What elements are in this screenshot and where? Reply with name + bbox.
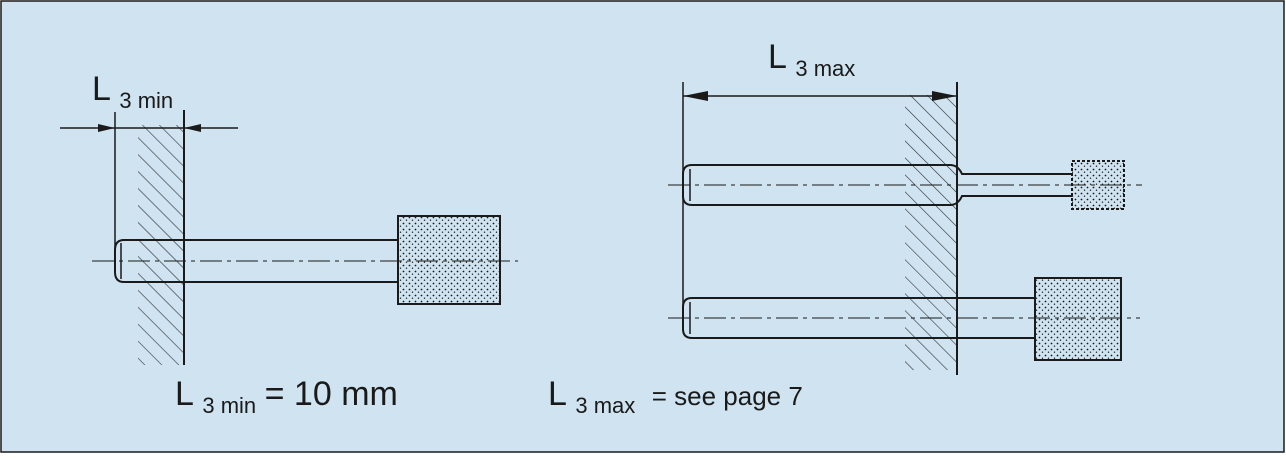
right-formula-subscript: 3 max bbox=[575, 393, 635, 418]
right-formula-letter: L bbox=[548, 375, 567, 413]
right-arrow-1 bbox=[683, 91, 708, 101]
left-formula-subscript: 3 min bbox=[202, 393, 256, 418]
right-arrow-2 bbox=[932, 91, 957, 101]
left-formula: L 3 min = 10 mm bbox=[175, 375, 398, 418]
left-abrasive-head bbox=[397, 215, 501, 305]
left-arrow-1 bbox=[98, 124, 115, 132]
left-figure: L 3 min bbox=[60, 70, 518, 365]
left-arrow-2 bbox=[184, 124, 201, 132]
right-dimension-label: L 3 max bbox=[768, 38, 855, 81]
left-dimension-subscript: 3 min bbox=[119, 88, 173, 113]
right-figure: L 3 max bbox=[668, 38, 1142, 375]
left-dimension-letter: L bbox=[92, 70, 111, 108]
right-lower-abrasive-head bbox=[1034, 277, 1122, 361]
left-dimension-label: L 3 min bbox=[92, 70, 173, 113]
right-wall-hatch bbox=[905, 95, 957, 370]
left-shank bbox=[114, 239, 398, 283]
left-wall-hatch bbox=[138, 125, 184, 365]
right-dimension-subscript: 3 max bbox=[795, 56, 855, 81]
left-formula-value: = 10 mm bbox=[265, 375, 398, 413]
right-upper-shank bbox=[682, 164, 1072, 206]
right-formula-value: = see page 7 bbox=[652, 381, 803, 411]
right-formula: L 3 max = see page 7 bbox=[548, 375, 803, 418]
left-formula-letter: L bbox=[175, 375, 194, 413]
right-dimension-letter: L bbox=[768, 38, 787, 76]
